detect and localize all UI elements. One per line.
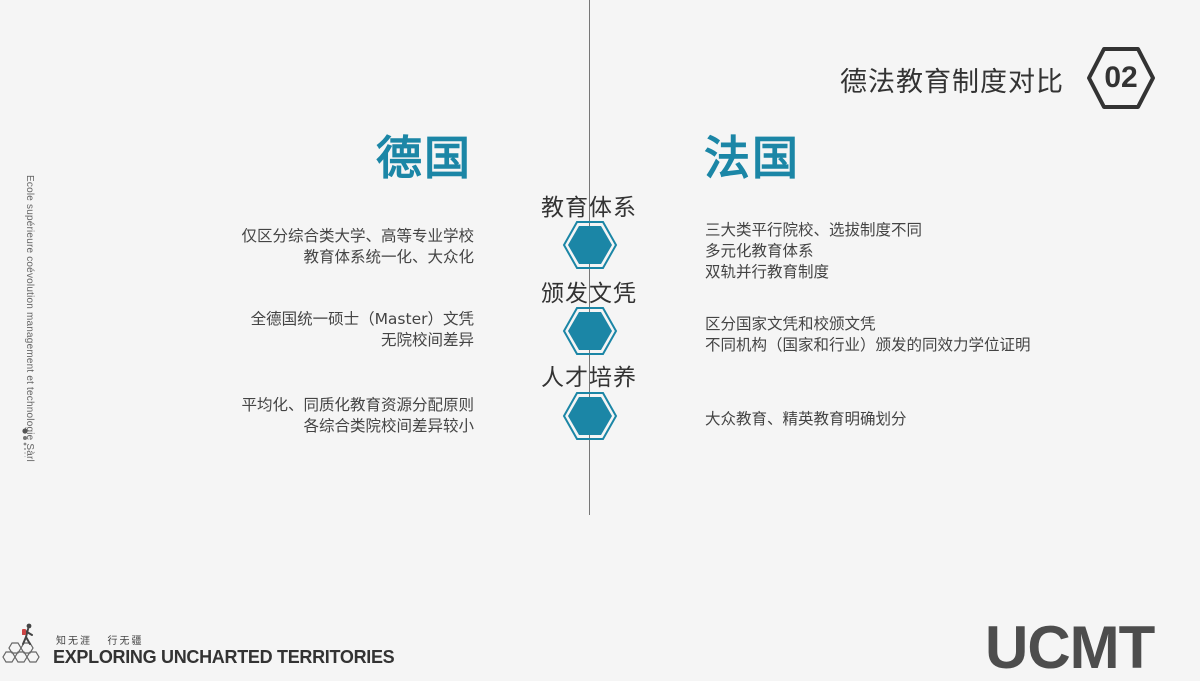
category-label-diploma: 颁发文凭	[541, 281, 637, 307]
country-title-germany: 德国	[376, 131, 472, 185]
germany-talent-training-text: 平均化、同质化教育资源分配原则 各综合类院校间差异较小	[150, 395, 474, 437]
text-line: 区分国家文凭和校颁文凭	[705, 315, 876, 333]
side-vertical-text: Ecole supérieure coévolution management …	[24, 175, 35, 462]
text-line: 不同机构（国家和行业）颁发的同效力学位证明	[705, 336, 1031, 354]
section-number: 02	[1104, 61, 1138, 94]
category-label-education-system: 教育体系	[541, 195, 637, 221]
country-title-france: 法国	[704, 131, 800, 185]
text-line: 大众教育、精英教育明确划分	[705, 410, 907, 428]
brand-logo: UCMT	[985, 614, 1155, 681]
text-line: 无院校间差异	[380, 331, 474, 349]
germany-diploma-text: 全德国统一硕士（Master）文凭 无院校间差异	[150, 309, 474, 351]
text-line: 仅区分综合类大学、高等专业学校	[241, 227, 474, 245]
hexagon-filled-icon	[562, 392, 618, 440]
france-diploma-text: 区分国家文凭和校颁文凭 不同机构（国家和行业）颁发的同效力学位证明	[705, 314, 1145, 356]
hexagon-filled-icon	[562, 221, 618, 269]
category-label-talent-training: 人才培养	[541, 365, 637, 391]
france-education-system-text: 三大类平行院校、选拔制度不同 多元化教育体系 双轨并行教育制度	[705, 220, 1145, 283]
side-dots-icon	[22, 428, 28, 458]
text-line: 双轨并行教育制度	[705, 263, 830, 281]
hexagon-outline-icon	[1087, 47, 1155, 109]
page-title: 德法教育制度对比	[840, 67, 1064, 98]
footer-slogan-en: EXPLORING UNCHARTED TERRITORIES	[53, 647, 395, 667]
text-line: 三大类平行院校、选拔制度不同	[705, 221, 923, 239]
france-talent-training-text: 大众教育、精英教育明确划分	[705, 409, 1145, 430]
text-line: 各综合类院校间差异较小	[303, 417, 474, 435]
text-line: 全德国统一硕士（Master）文凭	[250, 310, 474, 328]
hexagon-filled-icon	[562, 307, 618, 355]
text-line: 平均化、同质化教育资源分配原则	[241, 396, 474, 414]
footer-slogan-cn: 知无涯 行无疆	[56, 636, 144, 647]
text-line: 多元化教育体系	[705, 242, 814, 260]
text-line: 教育体系统一化、大众化	[303, 248, 474, 266]
germany-education-system-text: 仅区分综合类大学、高等专业学校 教育体系统一化、大众化	[150, 226, 474, 268]
hiker-hexagon-logo-icon	[2, 623, 40, 663]
